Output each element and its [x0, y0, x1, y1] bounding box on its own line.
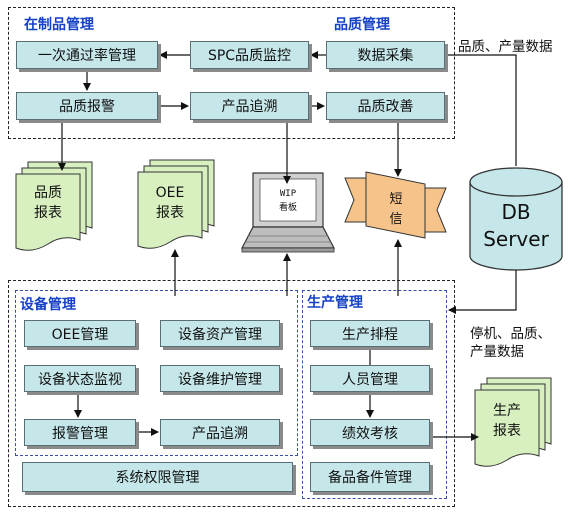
db-server-label-2: Server [483, 227, 549, 251]
personnel-box[interactable]: 人员管理 [310, 365, 430, 392]
db-server-icon [469, 167, 563, 271]
production-frame [302, 290, 447, 499]
wip-board-label-1: WIP [279, 189, 297, 199]
laptop-icon [241, 172, 335, 253]
spare-parts-box[interactable]: 备品备件管理 [310, 462, 430, 492]
oee-mgmt-box[interactable]: OEE管理 [24, 320, 136, 347]
performance-box[interactable]: 绩效考核 [310, 419, 430, 446]
from-db-label-2: 产量数据 [470, 344, 524, 360]
quality-section-title: 品质管理 [334, 17, 390, 33]
sms-label-1: 短 [389, 192, 403, 207]
permissions-box[interactable]: 系统权限管理 [22, 462, 293, 492]
sms-label-2: 信 [389, 212, 403, 227]
data-collection-box[interactable]: 数据采集 [326, 41, 445, 69]
product-trace-top-box[interactable]: 产品追溯 [190, 92, 309, 120]
alarm-mgmt-box[interactable]: 报警管理 [24, 419, 136, 446]
wip-board-label-2: 看板 [278, 203, 297, 213]
oee-report-icon [137, 159, 215, 249]
production-report-label-1: 生产 [493, 403, 521, 419]
oee-report-label-1: OEE [155, 185, 185, 201]
equipment-frame [15, 290, 298, 456]
quality-report-icon [15, 161, 93, 251]
from-db-label-1: 停机、品质、 [470, 326, 551, 342]
quality-improve-box[interactable]: 品质改善 [326, 92, 445, 120]
spc-monitor-box[interactable]: SPC品质监控 [190, 41, 309, 69]
sms-icon [344, 171, 447, 239]
quality-report-label-2: 报表 [34, 205, 62, 221]
first-pass-yield-box[interactable]: 一次通过率管理 [16, 41, 158, 69]
asset-mgmt-box[interactable]: 设备资产管理 [160, 320, 280, 347]
production-section-title: 生产管理 [307, 295, 363, 311]
to-db-label: 品质、产量数据 [458, 39, 553, 55]
production-report-icon [474, 377, 552, 467]
db-server-label-1: DB [501, 200, 531, 224]
equipment-section-title: 设备管理 [20, 297, 76, 313]
oee-report-label-2: 报表 [156, 205, 184, 221]
bottom-frame [8, 280, 455, 507]
quality-alarm-box[interactable]: 品质报警 [16, 92, 158, 120]
status-monitor-box[interactable]: 设备状态监视 [24, 365, 136, 392]
wip-section-title: 在制品管理 [24, 17, 94, 33]
scheduling-box[interactable]: 生产排程 [310, 320, 430, 347]
maintenance-box[interactable]: 设备维护管理 [160, 365, 280, 392]
product-trace-bottom-box[interactable]: 产品追溯 [160, 419, 280, 446]
production-report-label-2: 报表 [493, 423, 521, 439]
quality-report-label-1: 品质 [34, 185, 62, 201]
